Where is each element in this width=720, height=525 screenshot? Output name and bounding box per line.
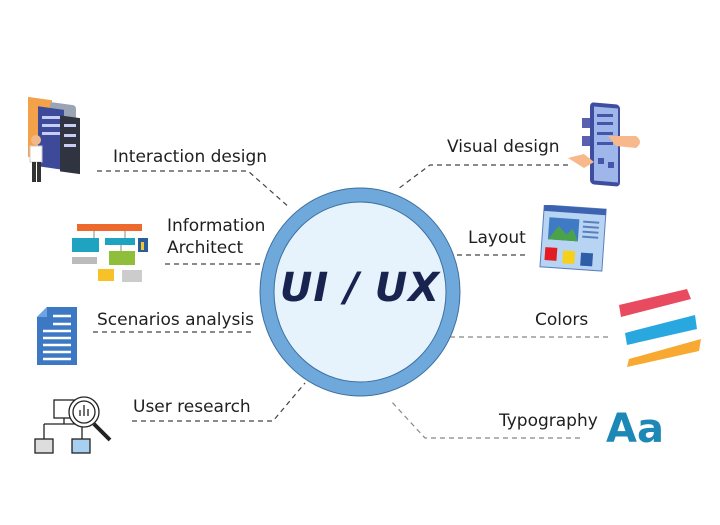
- typography-aa-icon: Aa: [606, 406, 664, 452]
- person-touching-screens-icon: [28, 96, 80, 182]
- label-visual-design: Visual design: [447, 137, 560, 157]
- sitemap-flowchart-icon: [72, 224, 148, 282]
- label-user-research: User research: [133, 397, 251, 417]
- connector-user-research: [132, 382, 306, 422]
- paint-strokes-icon: [619, 289, 701, 367]
- center-title: UI / UX: [279, 265, 441, 311]
- label-scenarios-analysis: Scenarios analysis: [97, 310, 254, 330]
- magnifier-chart-icon: [34, 396, 112, 454]
- center-circle: [259, 187, 461, 397]
- label-interaction-design: Interaction design: [113, 147, 268, 167]
- label-colors: Colors: [535, 310, 589, 330]
- label-layout: Layout: [468, 228, 526, 248]
- phone-hands-icon: [568, 102, 640, 187]
- label-information-line1: Information: [167, 216, 266, 236]
- label-typography: Typography: [499, 411, 598, 431]
- webpage-layout-icon: [539, 205, 607, 272]
- connector-typography: [389, 399, 580, 439]
- document-icon: [37, 307, 77, 365]
- connector-visual-design: [397, 164, 568, 190]
- label-information-line2: Architect: [167, 238, 244, 258]
